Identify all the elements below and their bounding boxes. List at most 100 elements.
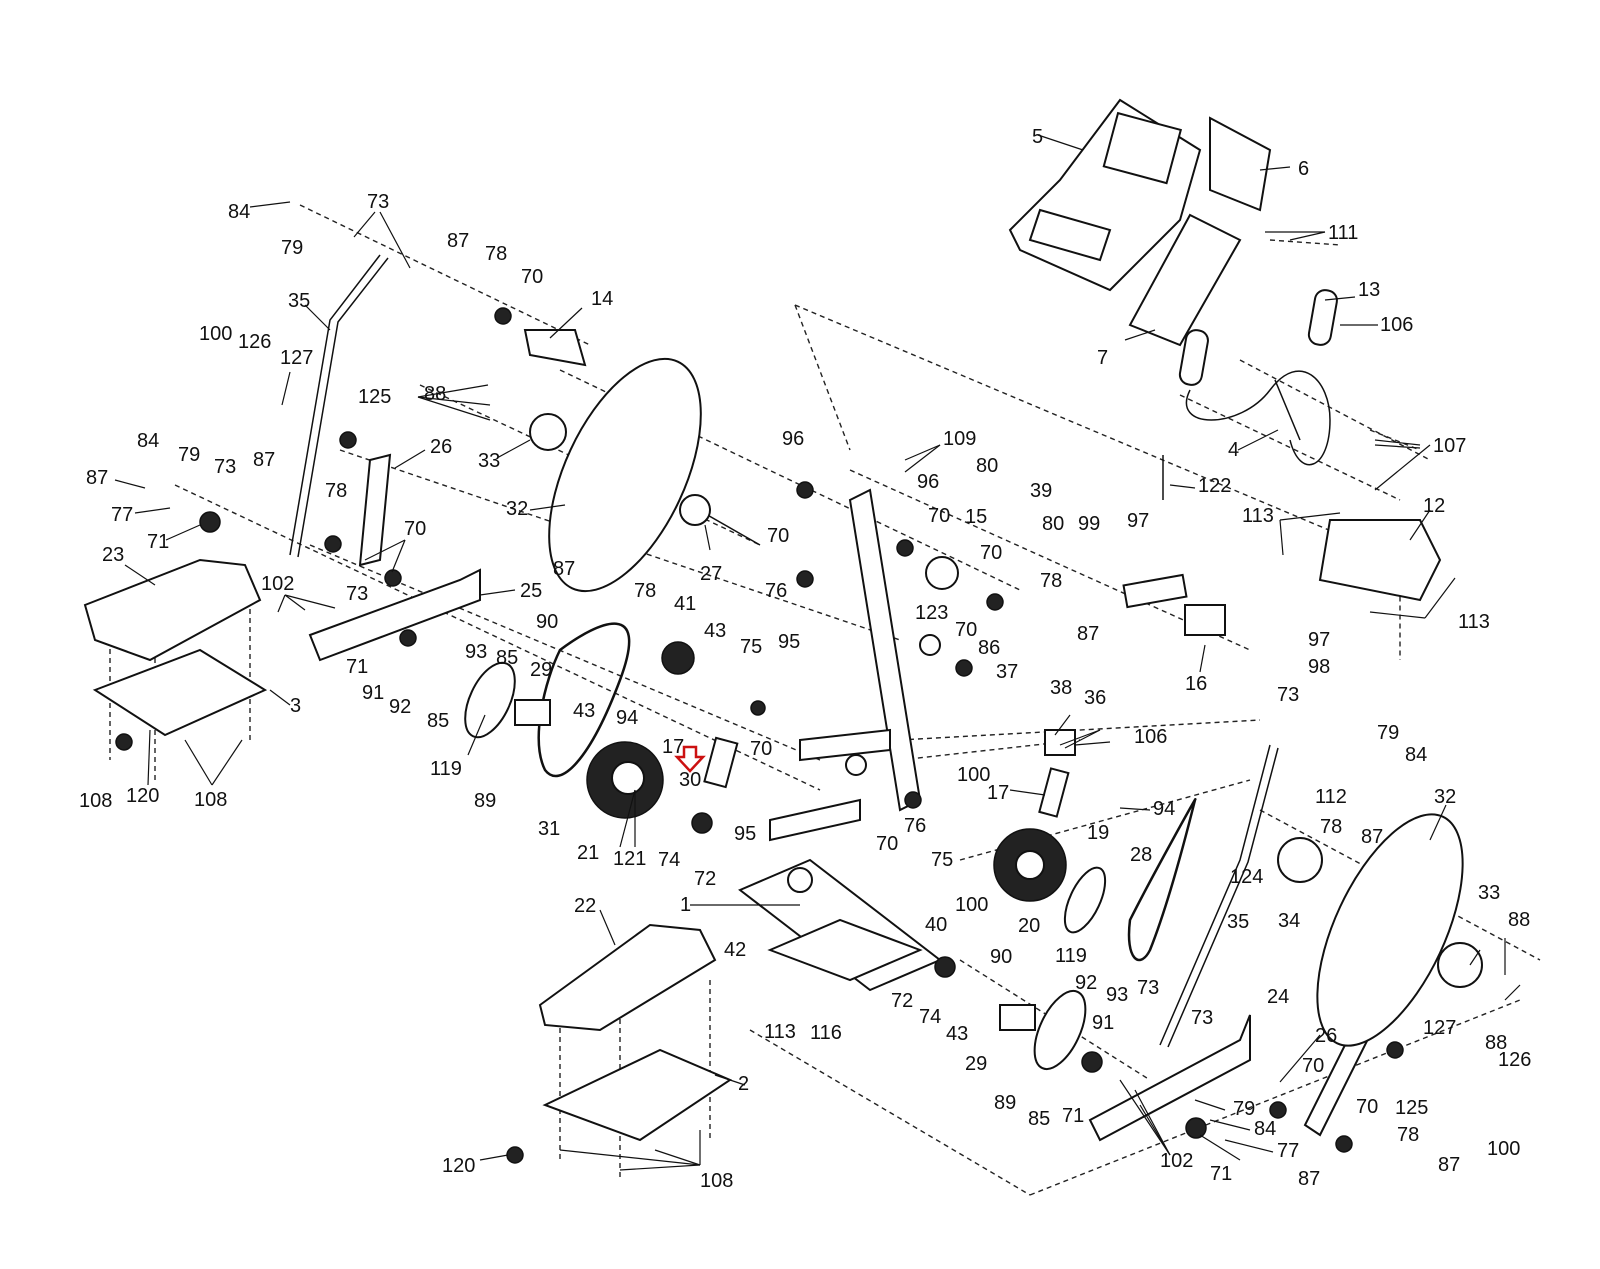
part-label: 70 [1302,1055,1324,1077]
part-label: 13 [1358,279,1380,301]
part-label: 111 [1328,222,1358,244]
part-label: 87 [86,467,108,489]
part-label: 108 [194,789,227,811]
part-label: 126 [238,331,271,353]
part-label: 85 [496,647,518,669]
part-label: 32 [1434,786,1456,808]
bearing-71-c [1081,1051,1103,1073]
cap-120-right [506,1146,524,1164]
part-label: 73 [1137,977,1159,999]
part-label: 70 [928,505,950,527]
part-label: 79 [1377,722,1399,744]
part-label: 23 [102,544,124,566]
part-label: 70 [521,266,543,288]
part-label: 37 [996,661,1018,683]
part-label: 113 [1242,505,1274,527]
part-label: 30 [679,769,701,791]
bearing-70-b [324,535,342,553]
part-label: 87 [1077,623,1099,645]
part-label: 84 [137,430,159,452]
part-label: 94 [1153,798,1175,820]
part-label: 74 [658,849,680,871]
bearing-15 [925,556,959,590]
upper-arm-part-35 [289,254,381,556]
part-label: 88 [424,383,446,405]
part-label: 70 [876,833,898,855]
belt-part-28 [1127,798,1197,962]
part-label: 27 [700,563,722,585]
part-label: 90 [536,611,558,633]
part-label: 76 [904,815,926,837]
bracket-17-b [1038,767,1070,818]
part-label: 90 [990,946,1012,968]
gear-part-41 [661,641,695,675]
console-part-6 [1209,116,1272,212]
part-label: 33 [1478,882,1500,904]
part-label: 121 [613,848,646,870]
part-label: 84 [1254,1118,1276,1140]
part-label: 38 [1050,677,1072,699]
part-label: 70 [955,619,977,641]
part-label: 87 [1361,826,1383,848]
part-label: 78 [1397,1124,1419,1146]
parts [83,98,1483,1164]
part-label: 79 [281,237,303,259]
hub-part-33-left [529,413,567,451]
part-label: 42 [724,939,746,961]
part-label: 74 [919,1006,941,1028]
part-label: 96 [782,428,804,450]
bracket-29-a [514,699,551,726]
cap-120-left [115,733,133,751]
bearing-70-d [796,481,814,499]
grip-part-13b [1178,329,1209,386]
part-label: 97 [1127,510,1149,532]
part-label: 122 [1198,475,1231,497]
part-label: 78 [1040,570,1062,592]
part-label: 120 [442,1155,475,1177]
part-label: 86 [978,637,1000,659]
pulley-inner-21 [611,761,645,795]
part-label: 78 [634,580,656,602]
disk-part-32-left [548,357,702,593]
part-label: 127 [280,347,313,369]
part-label: 88 [1485,1032,1507,1054]
part-label: 126 [1498,1049,1531,1071]
part-label: 73 [1191,1007,1213,1029]
bracket-36 [1044,729,1076,756]
part-label: 28 [1130,844,1152,866]
part-label: 127 [1423,1017,1456,1039]
part-label: 33 [478,450,500,472]
hub-part-33-right [1437,942,1483,988]
part-label: 85 [1028,1108,1050,1130]
pedal-arm-part-25 [308,568,481,662]
bearing-70-e [896,539,914,557]
frame-hole [787,867,813,893]
part-label: 34 [1278,910,1300,932]
part-label: 84 [228,201,250,223]
part-label: 106 [1134,726,1167,748]
part-label: 43 [704,620,726,642]
part-label: 31 [538,818,560,840]
part-label: 100 [957,764,990,786]
part-label: 112 [1315,786,1347,808]
part-label: 7 [1097,347,1108,369]
handlebar-part-4 [1185,370,1331,466]
bearing-72-a [691,812,713,834]
pedal-arm-right-part-24 [1088,1014,1251,1142]
leader-lines [114,134,1521,1171]
part-label: 100 [199,323,232,345]
part-label: 12 [1423,495,1445,517]
part-label: 29 [530,659,552,681]
part-label: 73 [367,191,389,213]
bearing-70-f [796,570,814,588]
link-arm-part-26 [358,453,392,567]
part-label: 26 [430,436,452,458]
part-label: 78 [325,480,347,502]
part-label: 77 [1277,1140,1299,1162]
part-label: 89 [994,1092,1016,1114]
bearing-72-b [934,956,956,978]
part-label: 119 [430,758,462,780]
part-label: 77 [111,504,133,526]
shroud-part-12 [1318,519,1442,602]
part-label: 91 [1092,1012,1114,1034]
